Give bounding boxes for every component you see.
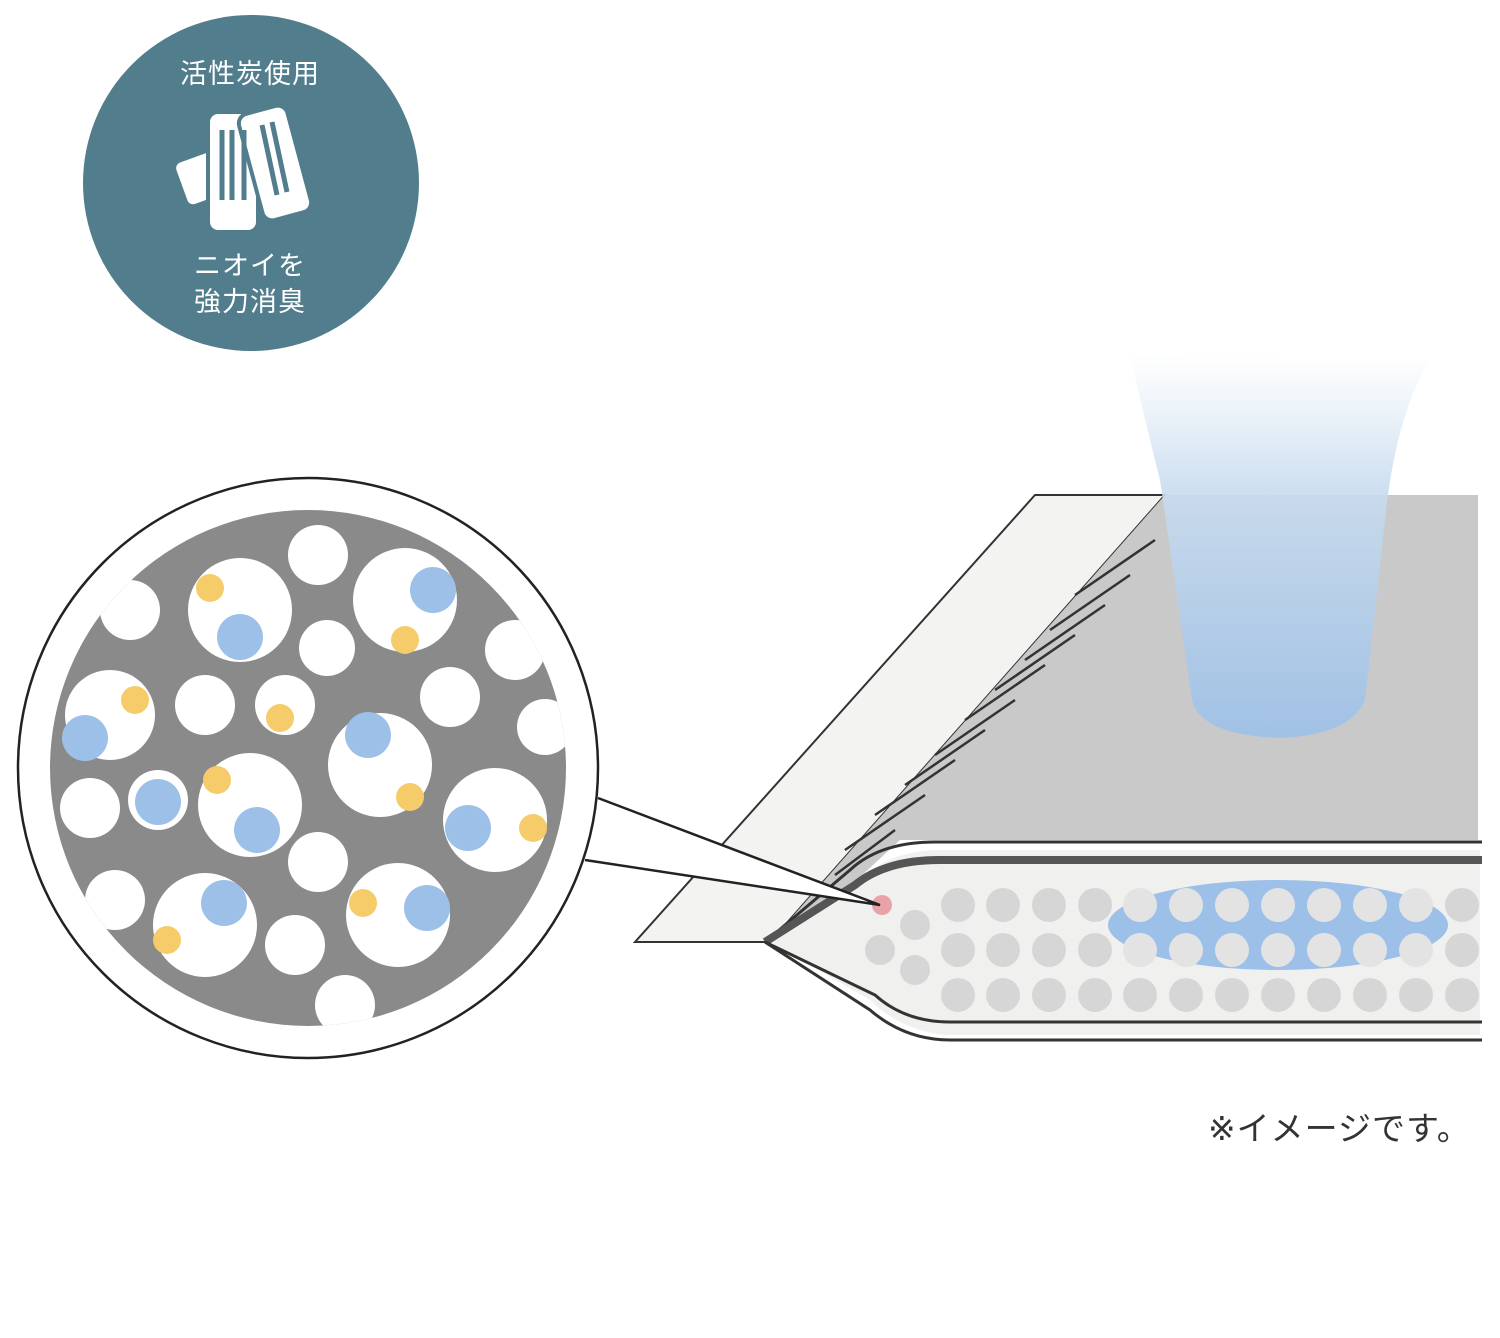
polymer-dot bbox=[1169, 978, 1203, 1012]
polymer-dot bbox=[1445, 978, 1479, 1012]
pore bbox=[175, 675, 235, 735]
image-caption: ※イメージです。 bbox=[1208, 1109, 1471, 1148]
polymer-dot bbox=[941, 888, 975, 922]
blue-particle bbox=[234, 807, 280, 853]
pore bbox=[315, 975, 375, 1026]
polymer-dot bbox=[1032, 888, 1066, 922]
odor-particle bbox=[349, 889, 377, 917]
blue-particle bbox=[135, 779, 181, 825]
polymer-dot bbox=[1123, 888, 1157, 922]
polymer-dot bbox=[986, 978, 1020, 1012]
odor-particle bbox=[391, 626, 419, 654]
odor-particle bbox=[396, 783, 424, 811]
polymer-dot bbox=[1261, 888, 1295, 922]
blue-particle bbox=[217, 614, 263, 660]
polymer-dot bbox=[1078, 888, 1112, 922]
pore bbox=[299, 620, 355, 676]
blue-particle bbox=[201, 880, 247, 926]
polymer-dot bbox=[900, 910, 930, 940]
magnify-point bbox=[872, 895, 892, 915]
pore bbox=[420, 667, 480, 727]
odor-particle bbox=[121, 686, 149, 714]
polymer-dot bbox=[1399, 978, 1433, 1012]
odor-particle bbox=[519, 814, 547, 842]
pore bbox=[60, 778, 120, 838]
pore bbox=[265, 915, 325, 975]
polymer-dot bbox=[1215, 933, 1249, 967]
pore bbox=[288, 832, 348, 892]
polymer-dot bbox=[1169, 933, 1203, 967]
polymer-dot bbox=[1169, 888, 1203, 922]
polymer-dot bbox=[1261, 933, 1295, 967]
polymer-dot bbox=[941, 978, 975, 1012]
pore bbox=[85, 870, 145, 930]
pore bbox=[288, 525, 348, 585]
polymer-dot bbox=[1078, 978, 1112, 1012]
blue-particle bbox=[404, 885, 450, 931]
polymer-dot bbox=[1261, 978, 1295, 1012]
polymer-dot bbox=[1353, 978, 1387, 1012]
polymer-dot bbox=[1078, 933, 1112, 967]
polymer-dot bbox=[1123, 978, 1157, 1012]
polymer-dot bbox=[1445, 933, 1479, 967]
polymer-dot bbox=[1307, 978, 1341, 1012]
blue-particle bbox=[345, 712, 391, 758]
odor-particle bbox=[153, 926, 181, 954]
blue-particle bbox=[62, 715, 108, 761]
polymer-dot bbox=[1123, 933, 1157, 967]
polymer-dot bbox=[1399, 888, 1433, 922]
polymer-dot bbox=[1353, 933, 1387, 967]
badge-line-1: ニオイを bbox=[194, 251, 306, 282]
polymer-dot bbox=[1353, 888, 1387, 922]
charcoal-icon bbox=[172, 103, 314, 234]
odor-particle bbox=[203, 766, 231, 794]
blue-particle bbox=[410, 567, 456, 613]
liquid-cup bbox=[1130, 355, 1428, 738]
polymer-dot bbox=[865, 935, 895, 965]
polymer-dot bbox=[1215, 978, 1249, 1012]
polymer-dot bbox=[941, 933, 975, 967]
polymer-dot bbox=[1307, 888, 1341, 922]
polymer-dot bbox=[1307, 933, 1341, 967]
polymer-dot bbox=[1399, 933, 1433, 967]
blue-particle bbox=[445, 805, 491, 851]
polymer-dot bbox=[1032, 978, 1066, 1012]
polymer-dot bbox=[900, 955, 930, 985]
badge-line-2: 強力消臭 bbox=[194, 287, 306, 318]
charcoal-pores bbox=[60, 525, 566, 1026]
odor-particle bbox=[196, 574, 224, 602]
badge-title: 活性炭使用 bbox=[180, 59, 320, 90]
polymer-dot bbox=[1445, 888, 1479, 922]
polymer-dot bbox=[986, 933, 1020, 967]
absorbent-edge-lines bbox=[834, 538, 1156, 876]
polymer-dot bbox=[986, 888, 1020, 922]
odor-particle bbox=[266, 704, 294, 732]
pore bbox=[517, 699, 566, 755]
polymer-dot bbox=[1215, 888, 1249, 922]
callout-pointer bbox=[584, 796, 881, 907]
polymer-dot bbox=[1032, 933, 1066, 967]
polymer-dots bbox=[865, 888, 1479, 1012]
